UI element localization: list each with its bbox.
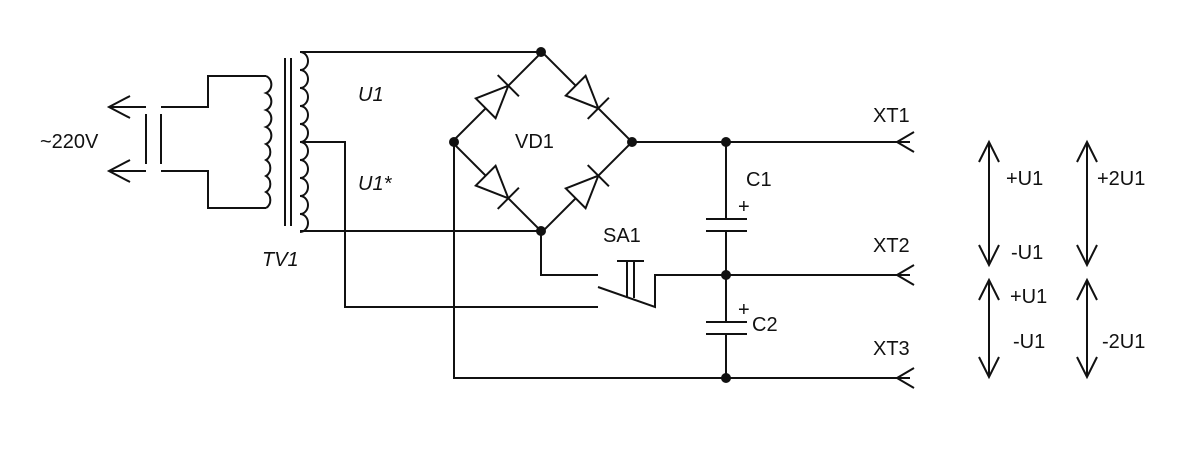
mains-plug: ~220V <box>40 75 266 209</box>
junction-dot <box>449 137 459 147</box>
terminal-xt1: XT1 <box>873 105 915 153</box>
diode-bottom-left <box>451 141 543 233</box>
capacitor-c1: + C1 <box>706 169 772 232</box>
terminal-xt2: XT2 <box>873 235 915 286</box>
cap1-polarity: + <box>738 196 750 218</box>
junction-dot <box>721 373 731 383</box>
arrow-lower-double <box>1076 277 1098 380</box>
diode-top-left <box>451 51 543 143</box>
diode-top-right <box>541 51 633 143</box>
cap2-polarity: + <box>738 299 750 321</box>
arrow-lower-single <box>978 277 1000 380</box>
lower-double-label: -2U1 <box>1102 331 1145 353</box>
capacitor-c2: + C2 <box>706 299 778 336</box>
winding-u1-star-label: U1* <box>358 173 393 195</box>
junction-dot <box>721 270 731 280</box>
transformer-label: TV1 <box>262 249 299 271</box>
arrow-upper-double <box>1076 139 1098 268</box>
arrow-upper-single <box>978 139 1000 268</box>
terminal-xt2-label: XT2 <box>873 235 910 257</box>
junction-dot <box>536 47 546 57</box>
winding-u1-label: U1 <box>358 84 384 106</box>
diode-bridge-vd1: VD1 <box>451 51 633 233</box>
cap2-label: C2 <box>752 314 778 336</box>
output-rails <box>453 141 910 379</box>
terminal-xt3: XT3 <box>873 338 915 389</box>
lower-single-plus-label: +U1 <box>1010 286 1047 308</box>
transformer-tv1: TV1 U1 U1* <box>262 51 393 271</box>
switch-sa1: SA1 <box>603 225 644 298</box>
upper-double-label: +2U1 <box>1097 168 1145 190</box>
junction-dots <box>449 47 731 383</box>
upper-single-minus-label: -U1 <box>1011 242 1043 264</box>
secondary-wiring <box>300 51 598 308</box>
bridge-label: VD1 <box>515 131 554 153</box>
switch-label: SA1 <box>603 225 641 247</box>
mains-voltage-label: ~220V <box>40 131 99 153</box>
upper-single-plus-label: +U1 <box>1006 168 1043 190</box>
cap1-label: C1 <box>746 169 772 191</box>
voltage-indicators: +U1 -U1 +2U1 +U1 -U1 -2U1 <box>978 139 1145 380</box>
lower-single-minus-label: -U1 <box>1013 331 1045 353</box>
junction-dot <box>721 137 731 147</box>
junction-dot <box>536 226 546 236</box>
terminal-xt1-label: XT1 <box>873 105 910 127</box>
diode-bottom-right <box>541 141 633 233</box>
junction-dot <box>627 137 637 147</box>
terminal-xt3-label: XT3 <box>873 338 910 360</box>
